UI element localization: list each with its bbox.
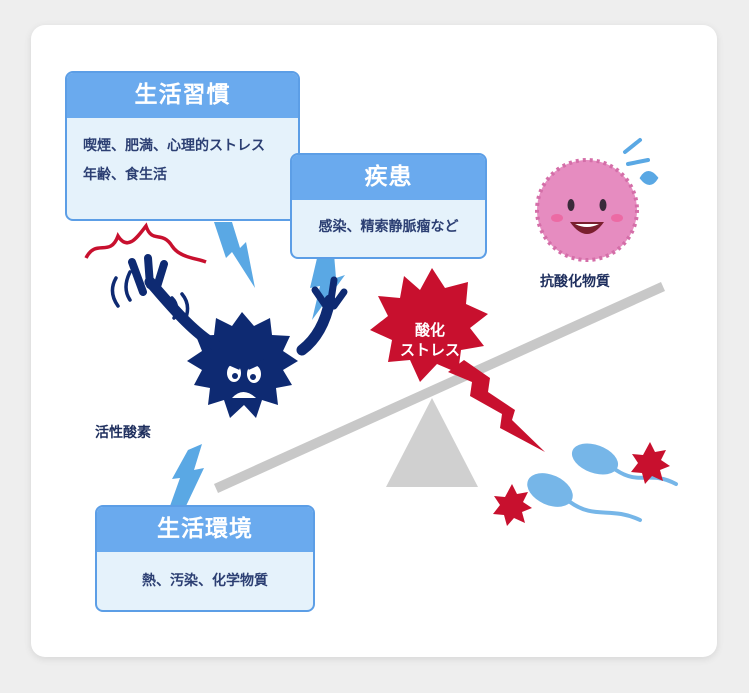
lifestyle-box: 生活習慣 喫煙、肥満、心理的ストレス 年齢、食生活 <box>65 71 300 221</box>
free-radical-character <box>84 222 348 418</box>
oxidative-stress-line: ストレス <box>399 341 460 359</box>
disease-box: 疾患 感染、精索静脈瘤など <box>290 153 487 259</box>
lightning-bolt-lifestyle <box>214 222 255 288</box>
lightning-bolt-disease <box>310 254 345 320</box>
oxidative-stress-bolt <box>448 360 545 452</box>
environment-box: 生活環境 熱、汚染、化学物質 <box>95 505 315 612</box>
lifestyle-line: 喫煙、肥満、心理的ストレス <box>83 138 265 154</box>
lifestyle-text: 喫煙、肥満、心理的ストレス 年齢、食生活 <box>67 118 298 190</box>
environment-text: 熱、汚染、化学物質 <box>97 552 313 590</box>
small-burst-right <box>631 442 670 484</box>
disease-text: 感染、精索静脈瘤など <box>292 200 485 236</box>
oxidative-stress-burst <box>370 268 488 382</box>
lifestyle-line: 年齢、食生活 <box>83 167 167 183</box>
disease-title: 疾患 <box>292 155 485 200</box>
environment-title: 生活環境 <box>97 507 313 552</box>
oxidative-stress-label: 酸化 ストレス <box>395 320 465 360</box>
antioxidant-label: 抗酸化物質 <box>540 274 610 290</box>
free-radical-label: 活性酸素 <box>95 425 151 441</box>
seesaw-beam <box>214 282 665 493</box>
disease-line: 感染、精索静脈瘤など <box>318 219 459 235</box>
environment-line: 熱、汚染、化学物質 <box>142 573 268 589</box>
lightning-bolt-environment <box>170 444 204 506</box>
oxidative-stress-line: 酸化 <box>414 321 445 339</box>
fulcrum-triangle <box>386 398 478 487</box>
lifestyle-title: 生活習慣 <box>67 73 298 118</box>
antioxidant-character <box>535 138 659 262</box>
small-burst-left <box>493 484 532 526</box>
